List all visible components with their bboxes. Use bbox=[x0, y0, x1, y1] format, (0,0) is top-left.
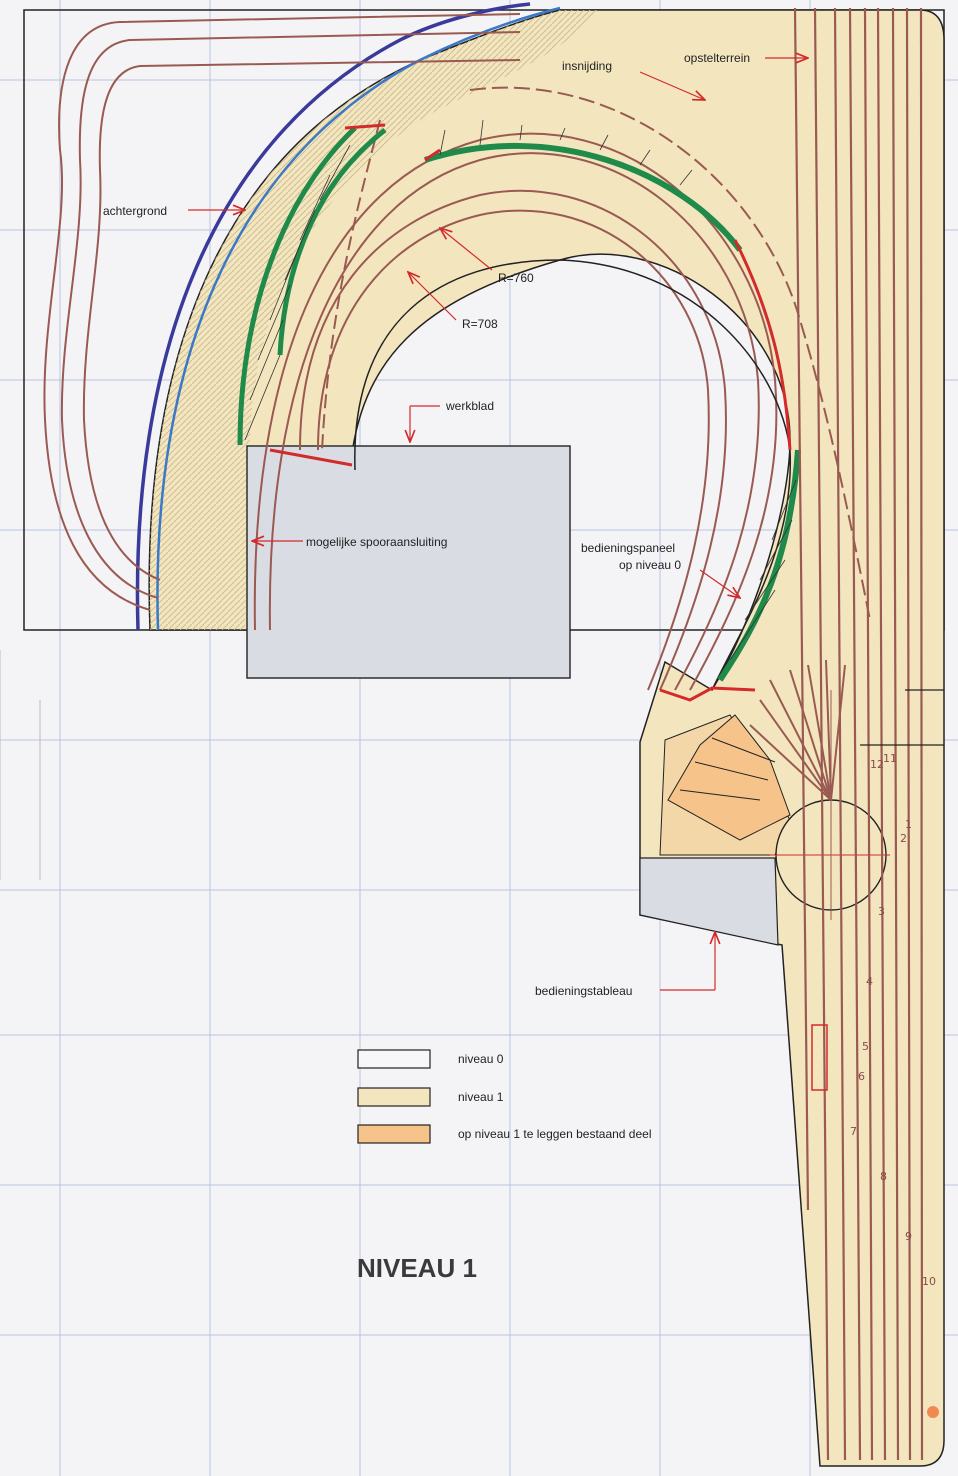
track-number: 1 bbox=[905, 818, 912, 831]
label-spooraansluiting: mogelijke spooraansluiting bbox=[306, 535, 447, 549]
legend-label-existing: op niveau 1 te leggen bestaand deel bbox=[458, 1127, 652, 1141]
existing-section bbox=[659, 714, 791, 856]
legend-swatch-existing bbox=[357, 1124, 431, 1144]
label-bedieningspaneel: bedieningspaneel bbox=[581, 541, 675, 555]
track-number: 10 bbox=[922, 1275, 936, 1288]
level-0-tracks bbox=[43, 13, 521, 611]
track-number: 11 bbox=[883, 752, 897, 765]
signal-box bbox=[811, 1024, 828, 1091]
label-radius-760: R=760 bbox=[498, 271, 534, 285]
control-board-level-0 bbox=[639, 857, 779, 946]
embankment-hatch bbox=[244, 119, 797, 661]
inner-level-edge bbox=[354, 259, 792, 691]
track-number: 12 bbox=[870, 758, 884, 771]
legend-swatch-niveau-1 bbox=[357, 1087, 431, 1107]
background-line-light bbox=[156, 6, 561, 631]
legend-label-niveau-1: niveau 1 bbox=[458, 1090, 504, 1104]
label-insnijding: insnijding bbox=[562, 59, 612, 73]
track-number: 2 bbox=[900, 832, 907, 845]
edge-markings bbox=[269, 123, 792, 702]
label-werkblad: werkblad bbox=[445, 399, 494, 413]
label-op-niveau-0: op niveau 0 bbox=[619, 558, 681, 572]
track-number: 5 bbox=[862, 1040, 869, 1053]
legend: niveau 0 niveau 1 op niveau 1 te leggen … bbox=[357, 1049, 652, 1144]
label-radius-708: R=708 bbox=[462, 317, 498, 331]
background-line-dark bbox=[135, 2, 531, 631]
label-opstelterrein: opstelterrein bbox=[684, 51, 750, 65]
embankment bbox=[237, 126, 801, 682]
legend-label-niveau-0: niveau 0 bbox=[458, 1052, 504, 1066]
label-achtergrond: achtergrond bbox=[103, 204, 167, 218]
track-number: 6 bbox=[858, 1070, 865, 1083]
legend-swatch-niveau-0 bbox=[357, 1049, 431, 1069]
helix-tracks bbox=[253, 86, 871, 691]
corner-marker bbox=[927, 1406, 939, 1418]
level-1-area bbox=[148, 9, 945, 1467]
track-number: 4 bbox=[866, 975, 873, 988]
page-title: NIVEAU 1 bbox=[357, 1253, 477, 1283]
fiddle-yard-frame bbox=[860, 689, 944, 746]
track-number: 7 bbox=[850, 1125, 857, 1138]
track-number: 3 bbox=[878, 905, 885, 918]
fiddle-yard-tracks bbox=[793, 7, 924, 1461]
workbench bbox=[246, 445, 571, 679]
track-number: 8 bbox=[880, 1170, 887, 1183]
label-bedieningstableau: bedieningstableau bbox=[535, 984, 632, 998]
track-number: 9 bbox=[905, 1230, 912, 1243]
annotation-arrows bbox=[188, 58, 808, 991]
